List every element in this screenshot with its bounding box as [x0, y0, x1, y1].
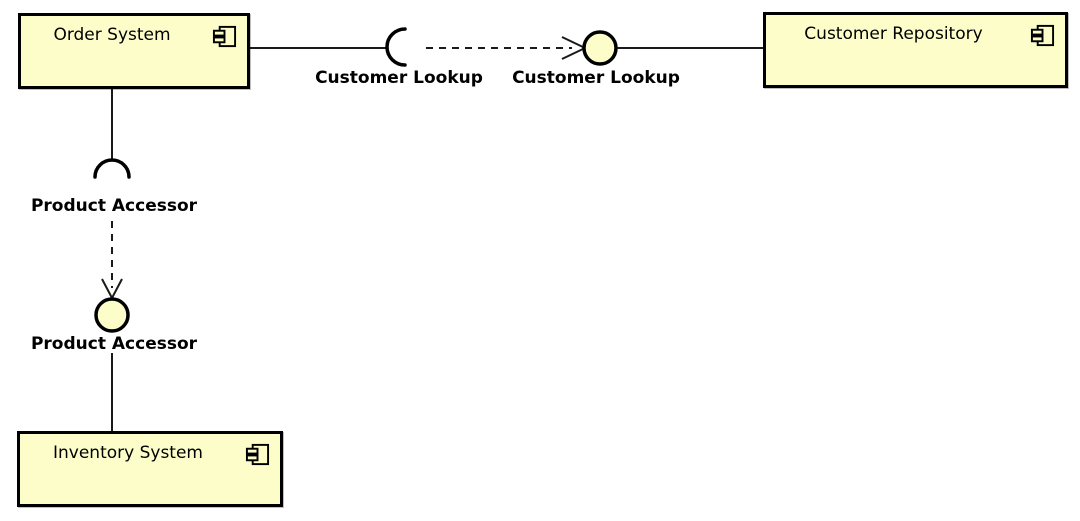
interface-label-customer-lookup-provided: Customer Lookup: [512, 68, 680, 88]
component-order-system: Order System: [18, 13, 250, 89]
product-accessor-ball-icon: [94, 297, 130, 333]
interface-label-customer-lookup-required: Customer Lookup: [315, 68, 483, 88]
interface-label-product-accessor-required: Product Accessor: [30, 196, 198, 216]
product-accessor-arrowhead-icon: [101, 278, 123, 301]
product-accessor-socket-icon: [93, 158, 131, 179]
component-icon: [212, 25, 237, 48]
customer-lookup-ball-icon: [582, 30, 618, 66]
customer-lookup-socket-icon: [385, 27, 407, 67]
component-label: Inventory System: [53, 443, 203, 463]
component-label: Order System: [53, 25, 171, 45]
component-label: Customer Repository: [804, 24, 983, 44]
component-customer-repository: Customer Repository: [763, 12, 1068, 88]
component-icon: [245, 443, 270, 466]
customer-lookup-arrowhead-icon: [561, 36, 588, 60]
component-inventory-system: Inventory System: [17, 431, 283, 507]
component-icon: [1030, 24, 1055, 47]
interface-label-product-accessor-provided: Product Accessor: [30, 334, 198, 354]
